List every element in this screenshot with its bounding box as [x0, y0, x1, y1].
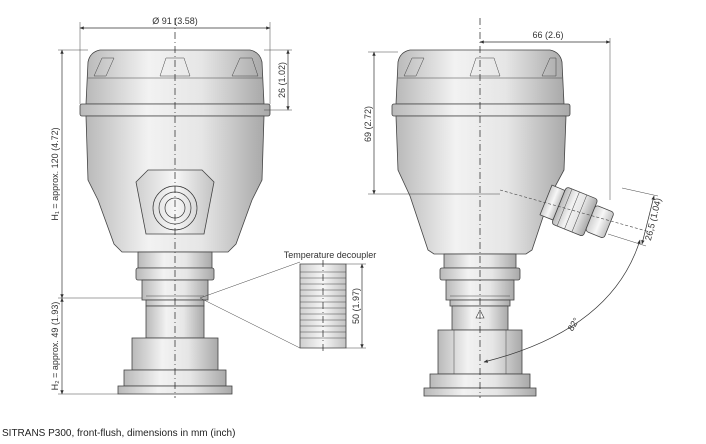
front-dimensions: Ø 91 (3.58) 26 (1.02) H₁ = approx. 120 (… — [50, 16, 292, 395]
cover-height-label: 26 (1.02) — [277, 62, 287, 98]
front-view — [79, 18, 271, 398]
decoupler-ribs — [300, 271, 346, 339]
decoupler-height-label: 50 (1.97) — [351, 288, 361, 324]
side-view — [391, 18, 651, 398]
temperature-decoupler-label: Temperature decoupler — [284, 250, 377, 260]
angle-label: 82° — [566, 316, 582, 333]
gland-diameter-label: 26,5 (1.04) — [643, 197, 663, 242]
side-offset-label: 66 (2.6) — [532, 30, 563, 40]
figure-caption: SITRANS P300, front-flush, dimensions in… — [2, 428, 236, 439]
h2-label: H₂ = approx. 49 (1.93) — [50, 302, 60, 391]
cable-gland — [539, 184, 614, 238]
h1-label: H₁ = approx. 120 (4.72) — [50, 127, 60, 220]
temperature-decoupler-callout: Temperature decoupler 50 (1.97) — [199, 250, 377, 352]
housing-height-label: 69 (2.72) — [363, 106, 373, 142]
diameter-label: Ø 91 (3.58) — [152, 16, 198, 26]
